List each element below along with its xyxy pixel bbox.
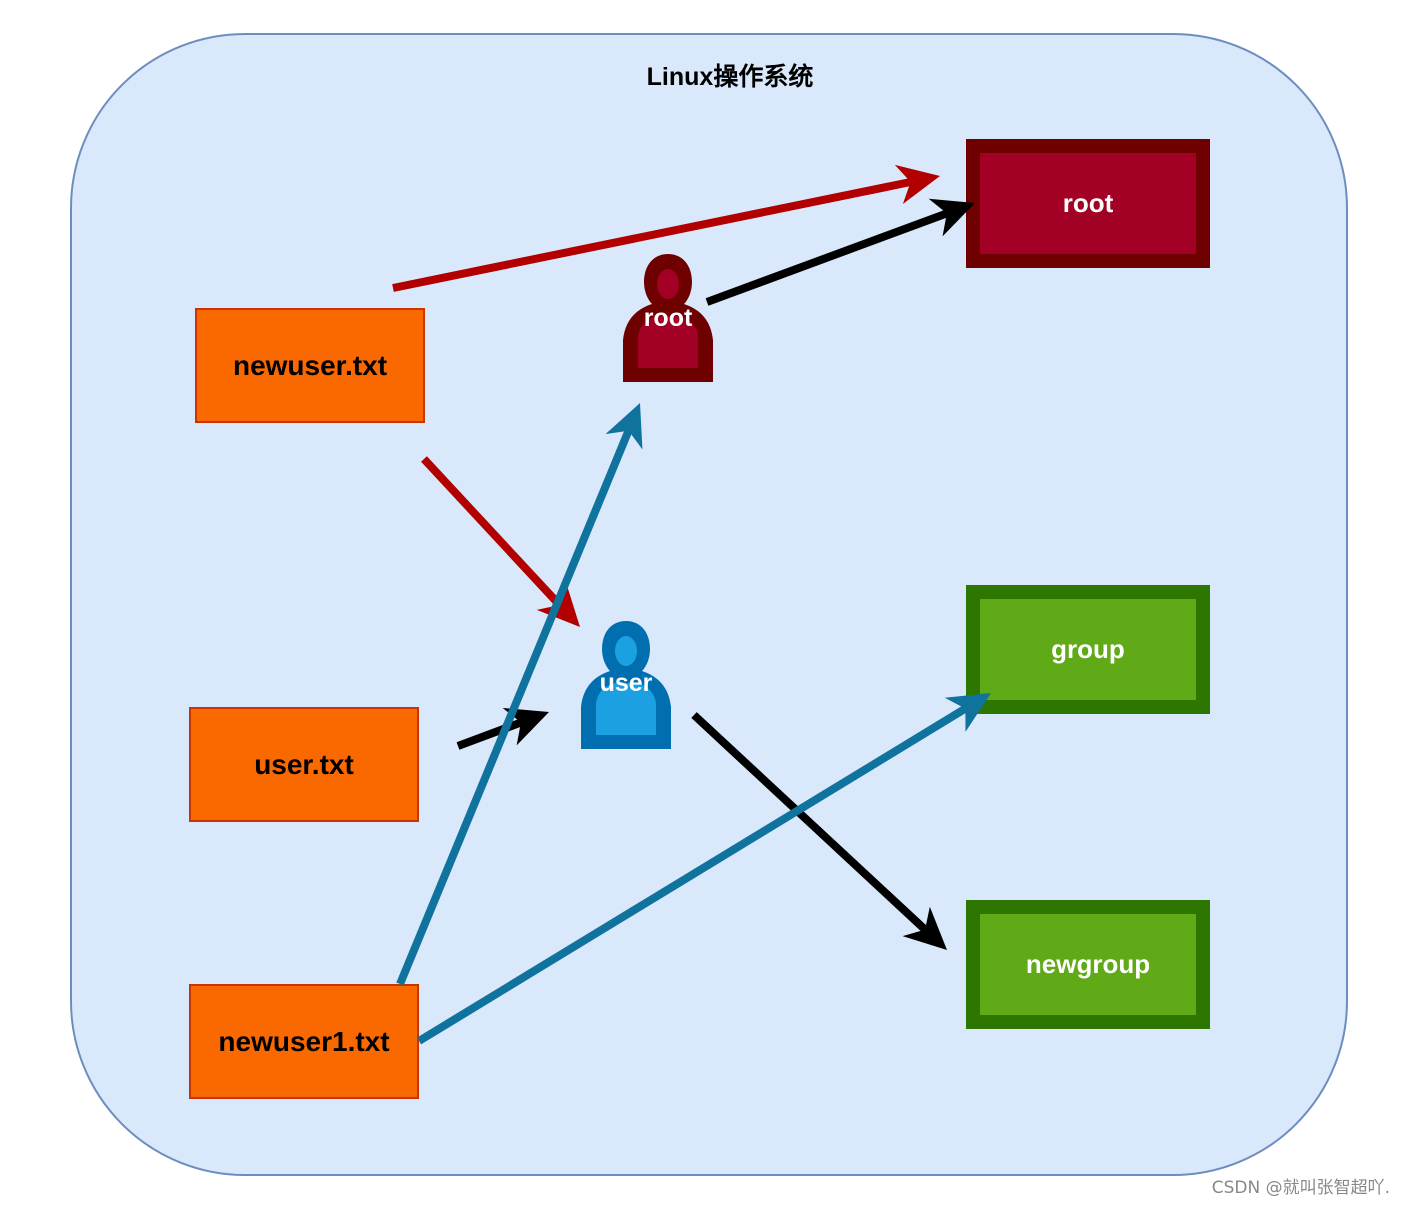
arrowhead <box>502 707 549 746</box>
arrow-shaft <box>691 712 928 933</box>
arrow-newuser1-to-root[interactable] <box>396 403 643 986</box>
file-newuser-txt[interactable]: newuser.txt <box>195 308 425 423</box>
arrowhead <box>605 403 643 450</box>
diagram-title: Linux操作系统 <box>646 63 814 91</box>
file-user-txt[interactable]: user.txt <box>189 707 419 822</box>
group-label: group <box>1051 634 1125 664</box>
arrow-shaft <box>421 456 563 608</box>
group-group[interactable]: group <box>966 585 1210 714</box>
arrow-shaft <box>705 209 949 306</box>
file-label: newuser1.txt <box>218 1025 390 1057</box>
watermark: CSDN @就叫张智超吖. <box>1211 1178 1390 1198</box>
file-newuser1-txt[interactable]: newuser1.txt <box>189 984 419 1099</box>
actor-user[interactable]: user <box>580 619 672 749</box>
arrow-shaft <box>456 718 523 750</box>
group-newgroup[interactable]: newgroup <box>966 900 1210 1029</box>
group-label: newgroup <box>1025 949 1151 979</box>
arrowhead <box>944 693 991 732</box>
arrowhead <box>902 906 947 950</box>
user-person-icon <box>581 621 671 749</box>
arrow-shaft <box>396 429 633 986</box>
arrow-shaft <box>392 178 912 292</box>
arrowhead <box>928 198 975 237</box>
arrow-newuser-to-root-group[interactable] <box>392 164 940 292</box>
actor-label: user <box>599 669 653 697</box>
actor-label: root <box>643 304 693 332</box>
arrow-root-to-root-group[interactable] <box>705 198 975 306</box>
arrow-shaft <box>416 705 968 1045</box>
group-label: root <box>1062 188 1114 218</box>
arrow-newuser1-to-group[interactable] <box>416 693 991 1045</box>
arrowhead <box>536 582 580 627</box>
file-label: user.txt <box>254 748 354 780</box>
file-label: newuser.txt <box>232 349 388 381</box>
arrowhead <box>894 164 940 205</box>
arrow-newuser-to-user[interactable] <box>421 456 580 627</box>
actor-root[interactable]: root <box>622 252 714 382</box>
arrow-user-to-newgroup[interactable] <box>691 712 947 950</box>
user-person-icon <box>623 254 713 382</box>
group-root[interactable]: root <box>966 139 1210 268</box>
